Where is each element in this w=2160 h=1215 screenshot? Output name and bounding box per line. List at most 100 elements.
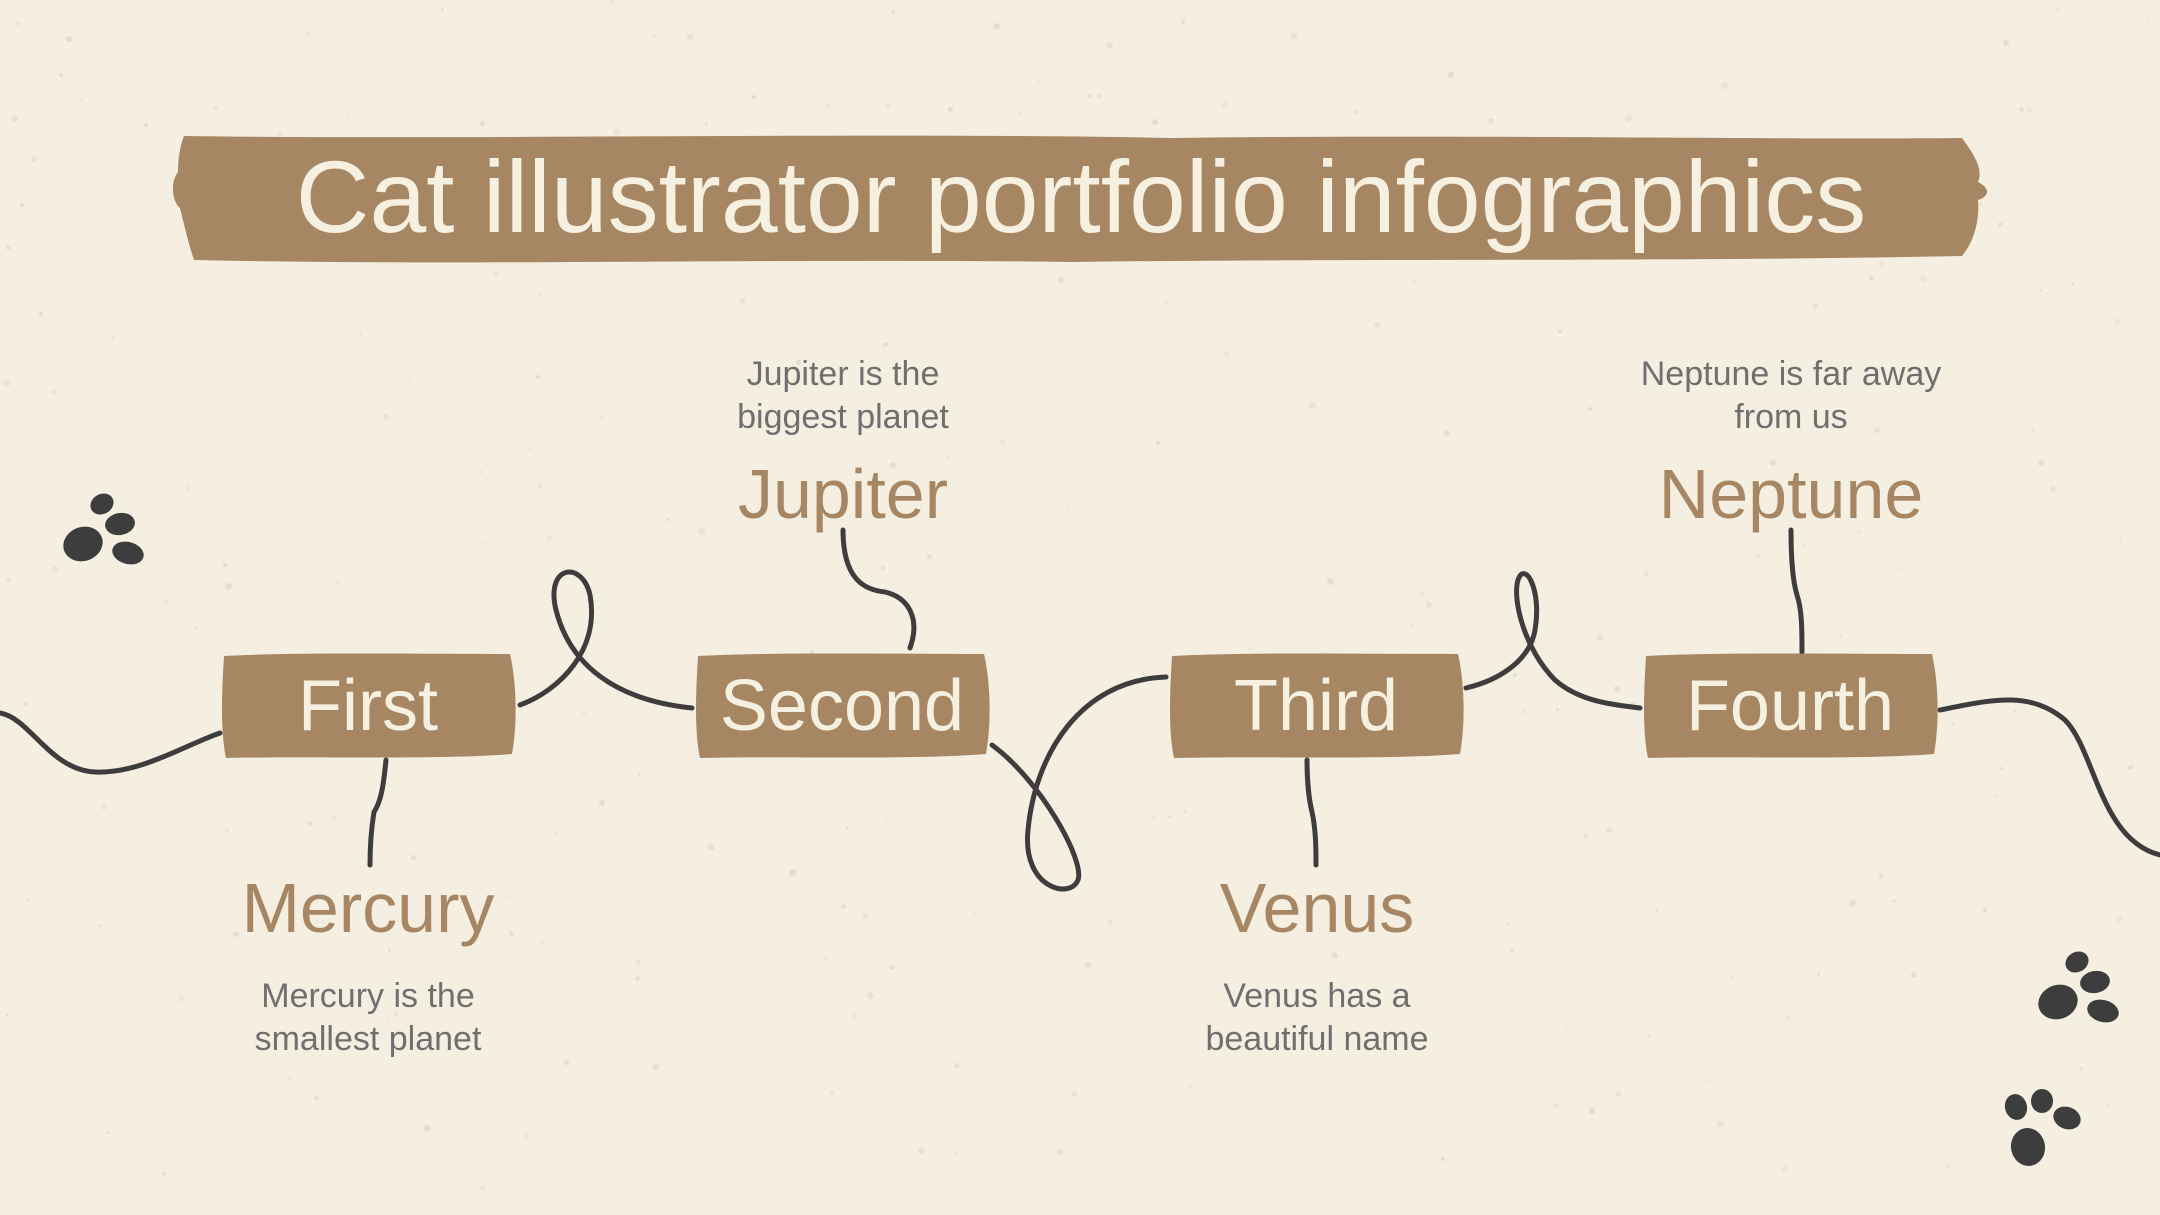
paper-speck — [610, 0, 614, 4]
paper-speck — [636, 960, 642, 966]
paper-speck — [529, 448, 533, 452]
paper-speck — [80, 98, 83, 101]
brush-stroke-background — [172, 135, 1987, 263]
paper-speck — [225, 828, 229, 832]
paper-speck — [2056, 8, 2060, 12]
paper-speck — [547, 536, 553, 542]
paper-speck — [1558, 329, 1563, 334]
paper-speck — [1241, 927, 1244, 930]
paper-speck — [2019, 107, 2025, 113]
paper-speck — [1892, 899, 1896, 903]
paper-speck — [424, 1125, 431, 1132]
paper-speck — [698, 528, 705, 535]
paper-speck — [162, 1172, 167, 1177]
paper-speck — [758, 386, 762, 390]
paper-speck — [687, 34, 693, 40]
paper-speck — [824, 956, 827, 959]
paper-speck — [886, 820, 889, 823]
paper-speck — [1085, 962, 1092, 969]
paper-speck — [287, 1076, 292, 1081]
planet-description-mercury: Mercury is the smallest planet — [254, 977, 482, 1058]
planet-description-jupiter: Jupiter is the biggest planet — [737, 355, 949, 436]
paper-speck — [1756, 554, 1760, 558]
paper-speck — [1625, 115, 1632, 122]
paper-speck — [667, 518, 670, 521]
connector-neptune — [1788, 527, 1805, 655]
step-label-third: Third — [1233, 666, 1399, 746]
paper-speck — [306, 31, 312, 37]
paper-speck — [411, 855, 416, 860]
paper-speck — [1589, 1108, 1596, 1115]
planet-name-jupiter: Jupiter — [737, 455, 949, 533]
paper-speck — [1911, 972, 1918, 979]
paper-speck — [480, 1186, 486, 1192]
paper-speck — [2031, 429, 2035, 433]
paper-speck — [705, 122, 708, 125]
paper-speck — [2003, 40, 2009, 46]
paper-speck — [1374, 322, 1380, 328]
paper-speck — [652, 1063, 659, 1070]
paper-speck — [24, 702, 29, 707]
paper-speck — [1616, 1092, 1621, 1097]
paw-print-icon — [2004, 1089, 2081, 1166]
paper-speck — [2079, 1067, 2084, 1072]
paper-speck — [1983, 908, 1987, 912]
paper-speck — [863, 914, 868, 919]
paper-speck — [599, 415, 604, 420]
paper-speck — [456, 963, 459, 966]
paper-speck — [1106, 42, 1113, 49]
paper-speck — [509, 931, 515, 937]
paper-speck — [948, 107, 953, 112]
paper-speck — [2038, 460, 2045, 467]
paper-speck — [314, 1096, 320, 1102]
paper-speck — [1448, 72, 1454, 78]
paper-speck — [31, 156, 37, 162]
paper-speck — [1770, 460, 1777, 467]
step-box-first: First — [218, 650, 518, 762]
paper-speck — [1566, 1025, 1569, 1028]
paper-speck — [1286, 127, 1289, 130]
paper-speck — [2071, 283, 2074, 286]
paper-speck — [39, 312, 43, 316]
paper-speck — [2065, 532, 2069, 536]
paper-speck — [891, 10, 896, 15]
paper-speck — [1839, 635, 1842, 638]
paper-speck — [1692, 1194, 1695, 1197]
paper-speck — [1849, 900, 1856, 907]
brush-box-background — [1170, 653, 1464, 758]
step-label-first: First — [298, 666, 438, 746]
paper-speck — [1189, 1084, 1194, 1089]
paper-speck — [1945, 1163, 1950, 1168]
paper-speck — [101, 804, 108, 811]
paper-speck — [1644, 572, 1650, 578]
paper-speck — [867, 992, 874, 999]
paper-speck — [1164, 300, 1169, 305]
paper-speck — [1874, 427, 1880, 433]
paper-speck — [752, 95, 756, 99]
paper-speck — [740, 298, 747, 305]
paper-speck — [331, 815, 337, 821]
paper-speck — [883, 342, 888, 347]
paper-speck — [1410, 623, 1415, 628]
paper-speck — [1355, 110, 1359, 114]
paw-print-icon — [2038, 951, 2119, 1023]
paper-speck — [6, 245, 12, 251]
paper-speck — [185, 486, 191, 492]
paper-speck — [599, 800, 605, 806]
planet-description-venus: Venus has a beautiful name — [1205, 977, 1429, 1058]
paper-speck — [6, 1014, 9, 1017]
paper-speck — [2128, 765, 2133, 770]
paper-speck — [538, 484, 543, 489]
connector-end — [1937, 697, 2160, 858]
paper-speck — [144, 123, 149, 128]
paper-speck — [1152, 119, 1158, 125]
paper-speck — [764, 277, 767, 280]
paper-speck — [555, 832, 558, 835]
brush-box-background — [1644, 653, 1938, 758]
paper-speck — [1802, 543, 1807, 548]
paper-speck — [826, 104, 832, 110]
connector-first-second — [517, 569, 695, 711]
paper-speck — [955, 1151, 958, 1154]
paper-speck — [2050, 486, 2057, 493]
paper-speck — [1058, 277, 1064, 283]
